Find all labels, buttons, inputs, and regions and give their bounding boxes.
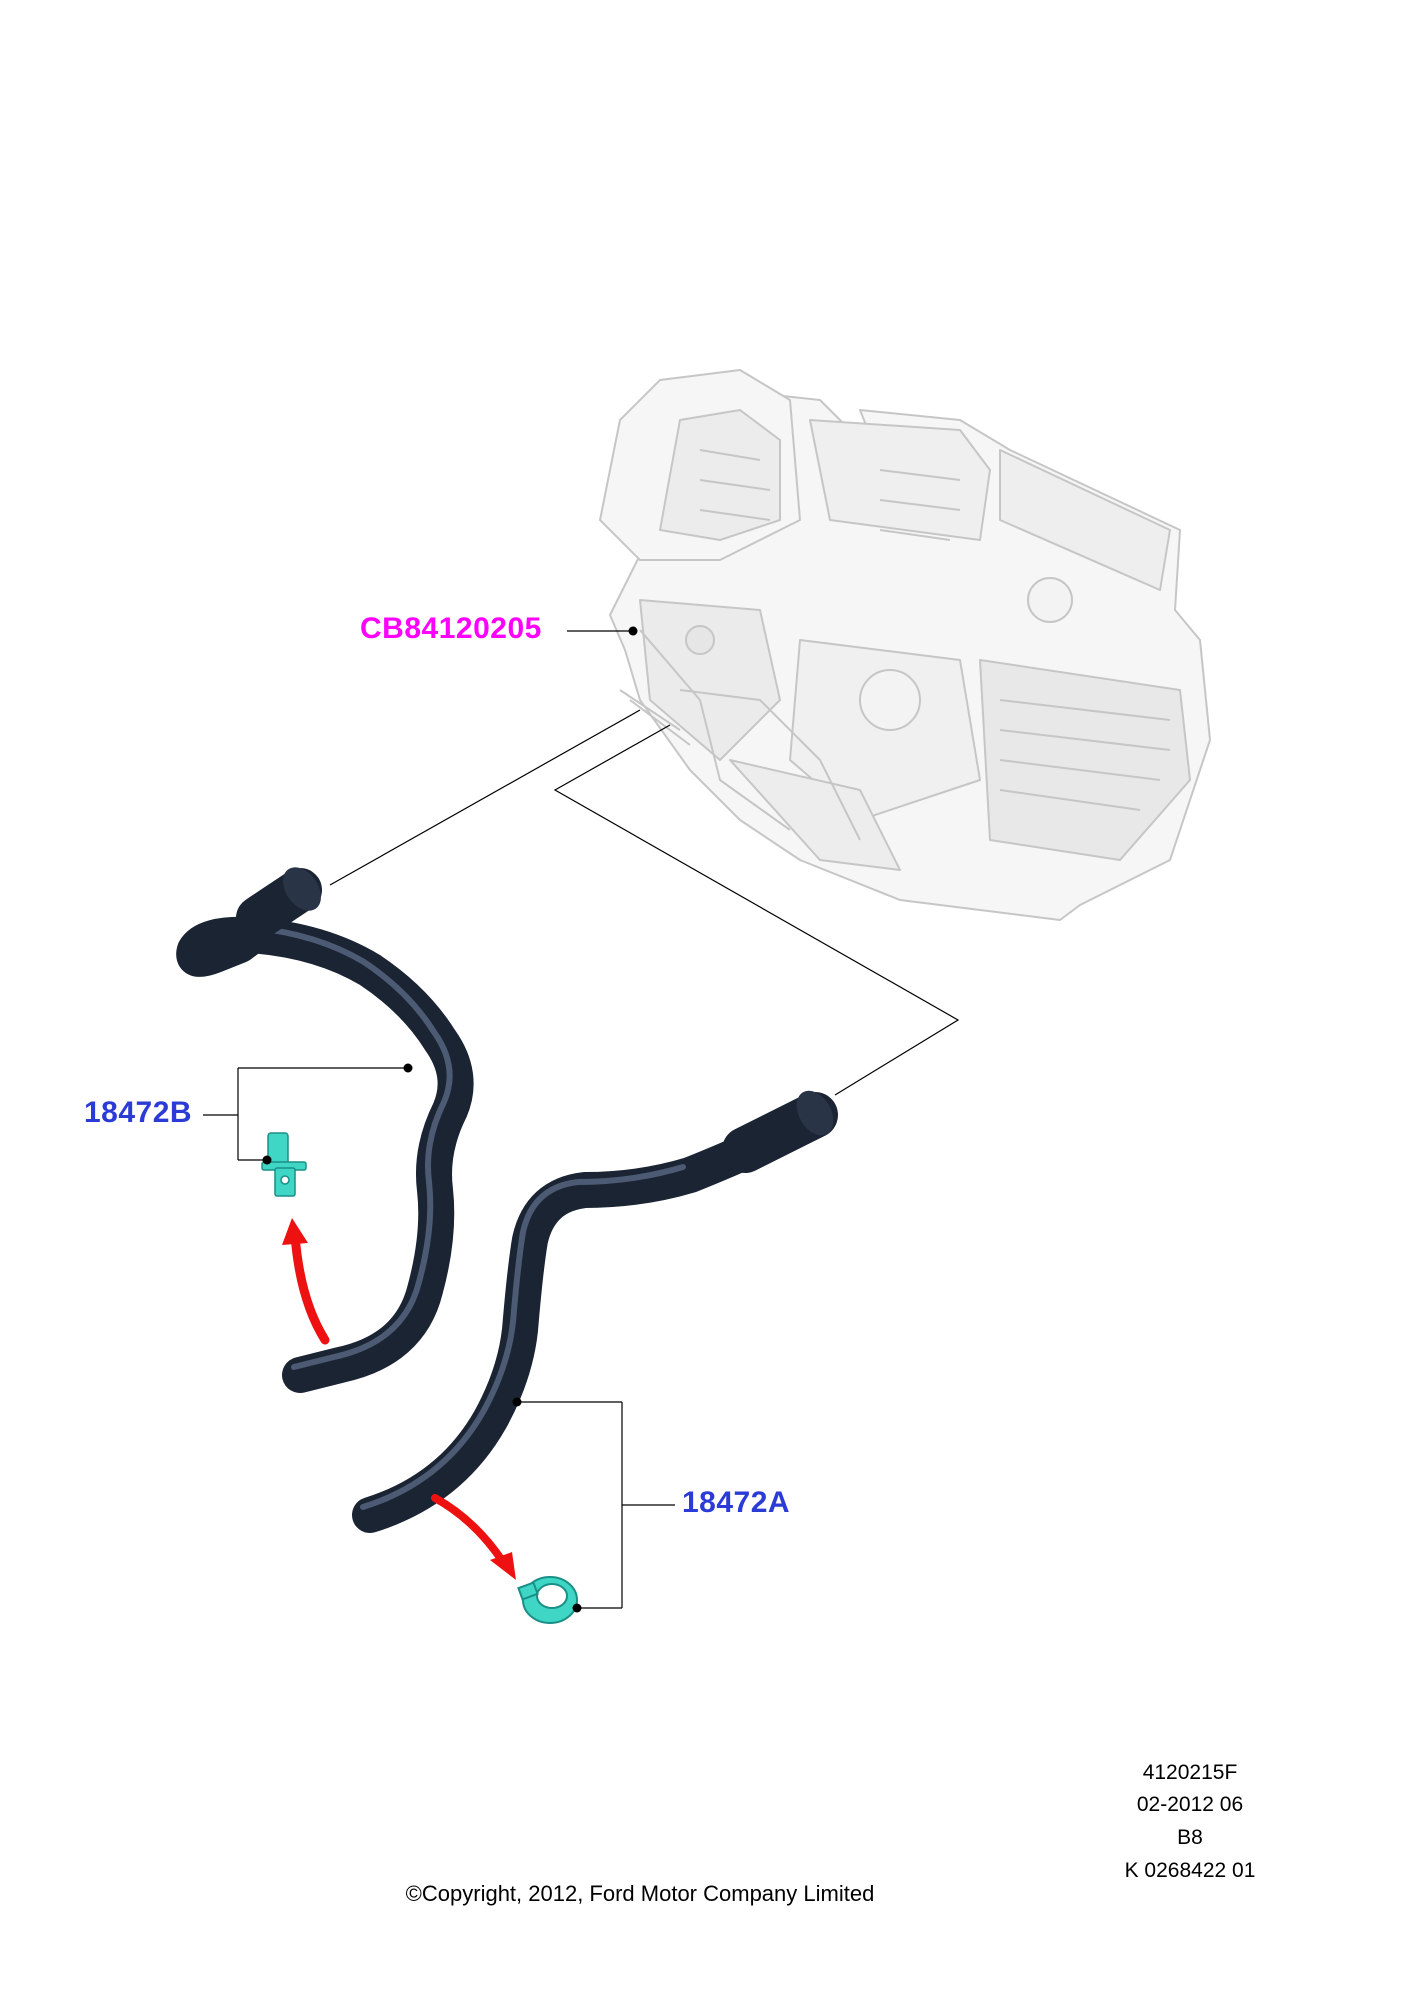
drawing-revision: B8 xyxy=(1177,1826,1203,1849)
copyright-notice: ©Copyright, 2012, Ford Motor Company Lim… xyxy=(405,1881,875,1906)
drawing-number: 4120215F xyxy=(1142,1761,1238,1784)
leader-lines xyxy=(203,630,960,1609)
heater-hose-b xyxy=(176,867,474,1393)
drawing-date: 02-2012 06 xyxy=(1136,1793,1244,1816)
assembly-arrow-a-icon xyxy=(431,1494,516,1580)
drawing-reference: K 0268422 01 xyxy=(1124,1859,1256,1882)
hose-clip-b-icon xyxy=(261,1132,307,1197)
callout-heater-unit[interactable]: CB84120205 xyxy=(360,612,542,645)
callout-hose-b[interactable]: 18472B xyxy=(84,1096,193,1129)
hose-clip-a-icon xyxy=(517,1576,578,1624)
heater-unit-illustration xyxy=(599,369,1211,921)
heater-hose-a xyxy=(352,1090,838,1533)
callout-hose-a[interactable]: 18472A xyxy=(682,1486,791,1519)
leader-dots xyxy=(262,626,638,1613)
assembly-arrow-b-icon xyxy=(282,1218,330,1345)
